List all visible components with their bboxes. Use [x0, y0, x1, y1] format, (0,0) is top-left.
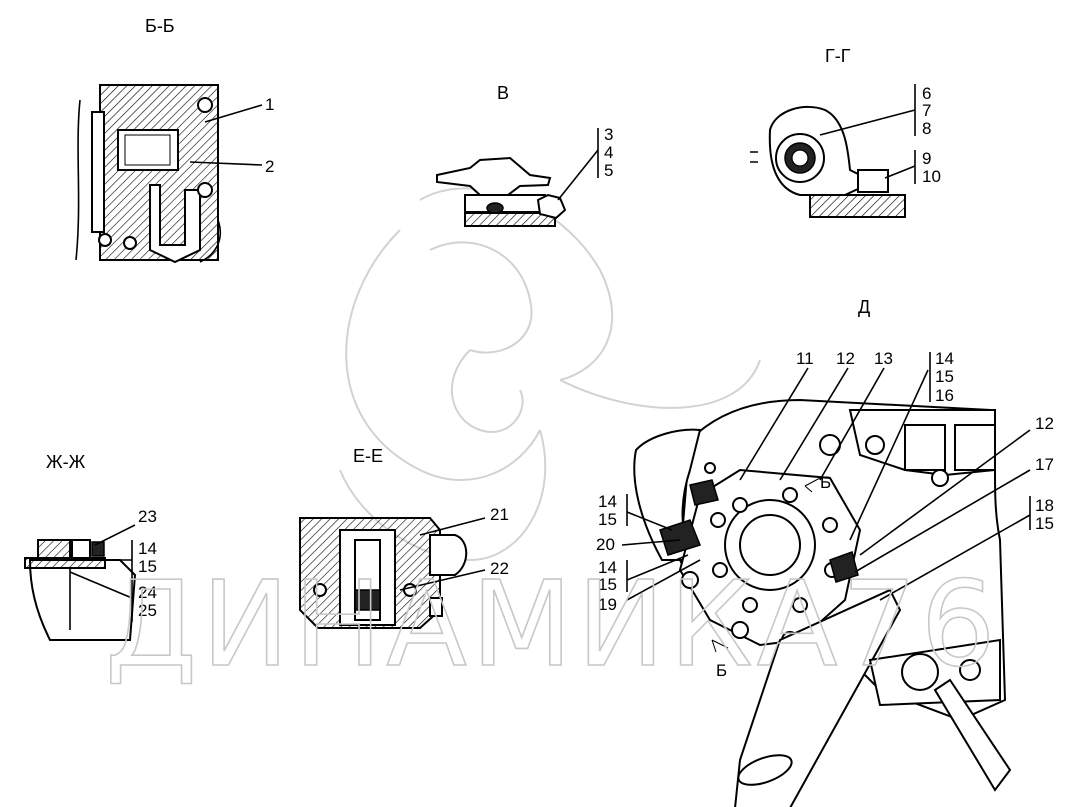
callout-15-left-a: 15	[598, 510, 617, 529]
v-lever	[436, 156, 552, 196]
callout-4: 4	[604, 143, 613, 162]
d-bolt-d	[704, 462, 716, 474]
callout-16: 16	[935, 386, 954, 405]
callout-12-top: 12	[836, 349, 855, 368]
d-bolt-b	[865, 435, 885, 455]
view-gg	[750, 84, 916, 218]
leader-2	[189, 161, 263, 166]
bb-bolt-mid	[197, 182, 213, 198]
callout-14-zh: 14	[138, 539, 157, 558]
callout-13: 13	[874, 349, 893, 368]
callout-1: 1	[265, 95, 274, 114]
d-nut-right	[829, 551, 859, 583]
callout-19: 19	[598, 595, 617, 614]
callout-14-top: 14	[935, 349, 954, 368]
bb-bolt-bottom	[98, 233, 112, 247]
callout-25: 25	[138, 601, 157, 620]
view-ee	[299, 517, 486, 629]
d-block-right	[954, 424, 996, 471]
section-mark-b-lower: Б	[716, 661, 727, 680]
title-v: В	[497, 83, 509, 103]
gg-bolt	[857, 169, 889, 193]
section-mark-b-upper: Б	[820, 473, 831, 492]
callout-9: 9	[922, 149, 931, 168]
view-bb	[75, 84, 263, 264]
v-plate	[464, 211, 556, 227]
d-bolt-a	[819, 434, 841, 456]
ee-plug	[354, 589, 381, 611]
v-clip	[536, 193, 567, 220]
callout-15-left-b: 15	[598, 575, 617, 594]
callout-6: 6	[922, 84, 931, 103]
v-base	[464, 194, 546, 214]
v-nut	[486, 202, 504, 214]
callout-2: 2	[265, 157, 274, 176]
callout-14-left-b: 14	[598, 558, 617, 577]
callout-17: 17	[1035, 455, 1054, 474]
gg-frame	[809, 194, 906, 218]
d-shaft-tube	[734, 588, 902, 807]
callout-15-top: 15	[935, 367, 954, 386]
title-d: Д	[858, 297, 870, 317]
callout-18: 18	[1035, 496, 1054, 515]
d-bolt-c	[931, 469, 949, 487]
d-rod	[933, 678, 1012, 792]
bb-oil-channel	[149, 184, 201, 264]
callout-5: 5	[604, 161, 613, 180]
callout-8: 8	[922, 119, 931, 138]
bb-flange	[91, 111, 105, 233]
view-zhzh	[24, 524, 137, 641]
bb-bolt-top	[197, 97, 213, 113]
title-ee: Е-Е	[353, 446, 383, 466]
callout-3: 3	[604, 125, 613, 144]
d-rod-eye	[901, 653, 939, 691]
ee-lug	[429, 534, 468, 576]
callout-14-left-a: 14	[598, 492, 617, 511]
callout-20: 20	[596, 535, 615, 554]
bb-bolt-bottom2	[123, 236, 137, 250]
view-d	[621, 352, 1031, 807]
labels: Б-Б В Г-Г Д Ж-Ж Е-Е Б Б 1 2 3 4 5 6 7 8 …	[46, 16, 1054, 680]
d-hub	[739, 514, 801, 576]
watermark-text: ДИНАМИКА76	[105, 555, 1000, 693]
leader-v	[557, 149, 599, 201]
callout-11: 11	[796, 349, 814, 368]
callout-21: 21	[490, 505, 509, 524]
bb-pin	[117, 129, 179, 171]
bb-thread	[124, 134, 171, 166]
zh-block-b	[71, 539, 91, 559]
callout-10: 10	[922, 167, 941, 186]
leader-1	[204, 104, 263, 123]
title-bb: Б-Б	[145, 16, 175, 36]
leader-gg	[819, 109, 916, 136]
callout-15-zh: 15	[138, 557, 157, 576]
zh-nut	[91, 541, 105, 557]
d-tube-end	[737, 754, 793, 786]
view-v	[436, 128, 599, 227]
callout-22: 22	[490, 559, 509, 578]
callout-7: 7	[922, 101, 931, 120]
title-gg: Г-Г	[825, 46, 851, 66]
zh-block-a	[37, 539, 71, 559]
leader-gg2	[884, 165, 916, 179]
zh-plate	[24, 557, 106, 569]
d-block-left	[904, 424, 946, 471]
callout-24: 24	[138, 583, 157, 602]
callout-15-right: 15	[1035, 514, 1054, 533]
callout-23: 23	[138, 507, 157, 526]
callout-12-right: 12	[1035, 414, 1054, 433]
d-nut-top	[689, 479, 719, 506]
title-zhzh: Ж-Ж	[46, 452, 86, 472]
